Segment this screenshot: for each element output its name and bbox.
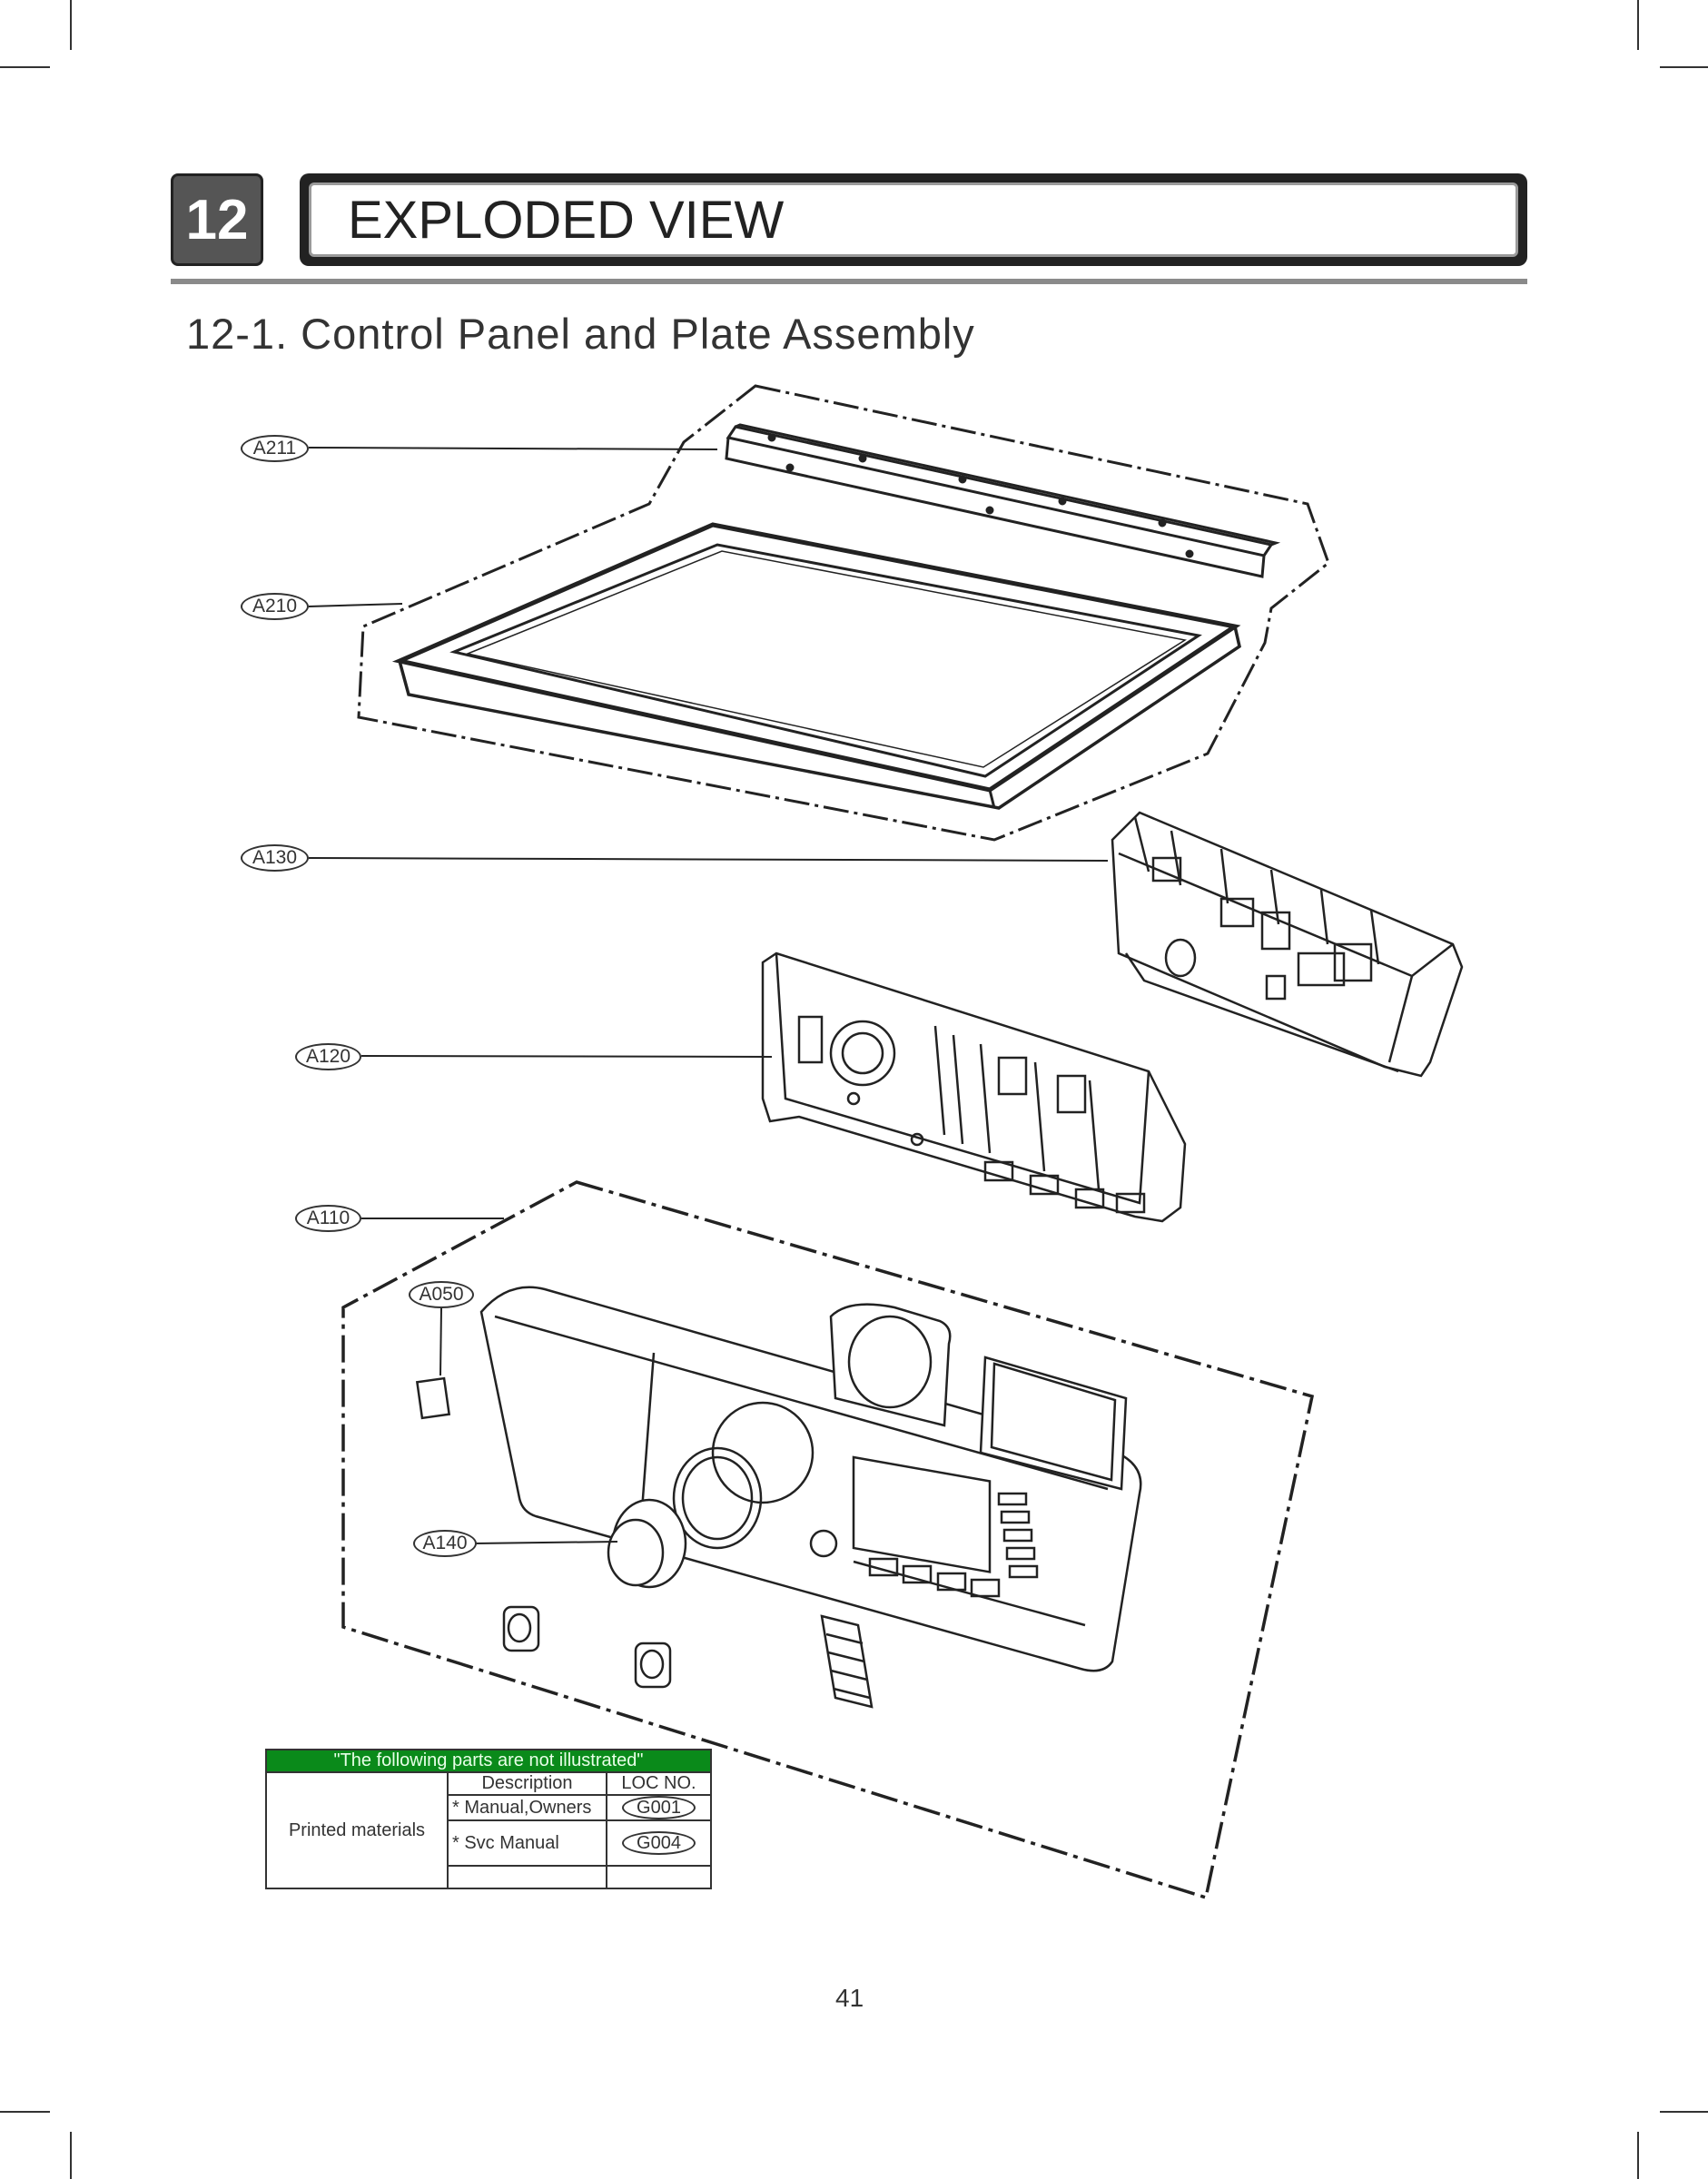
chapter-number: 12 xyxy=(171,173,263,266)
control-panel-a110 xyxy=(415,1286,1142,1709)
callout-a120: A120 xyxy=(295,1043,361,1070)
crop-mark xyxy=(70,2132,72,2179)
table-row: * Manual,Owners G001 xyxy=(266,1794,712,1821)
crop-mark xyxy=(0,2111,50,2113)
callout-a050: A050 xyxy=(409,1281,474,1308)
crop-mark xyxy=(1637,0,1639,50)
column-header-loc-no: LOC NO. xyxy=(606,1771,712,1796)
pcb-a120 xyxy=(761,951,1187,1223)
row-description-empty xyxy=(447,1865,607,1889)
boundary-upper xyxy=(357,384,1330,842)
bracket-a211 xyxy=(725,423,1281,578)
row-loc-empty xyxy=(606,1865,712,1889)
boundary-lower xyxy=(341,1180,1315,1900)
title-divider xyxy=(171,279,1527,284)
crop-mark xyxy=(1660,2111,1708,2113)
callout-a211: A211 xyxy=(241,435,309,462)
loc-oval: G001 xyxy=(622,1796,696,1819)
callout-a140: A140 xyxy=(413,1530,477,1557)
column-header-description: Description xyxy=(447,1771,607,1796)
callout-a210: A210 xyxy=(241,593,309,620)
housing-a130 xyxy=(1111,811,1464,1078)
row-loc: G004 xyxy=(606,1819,712,1867)
crop-mark xyxy=(1637,2132,1639,2179)
row-description: * Manual,Owners xyxy=(447,1794,607,1821)
callout-a130: A130 xyxy=(241,844,309,872)
crop-mark xyxy=(1660,66,1708,68)
unillustrated-parts-table: "The following parts are not illustrated… xyxy=(265,1749,712,1889)
table-header: "The following parts are not illustrated… xyxy=(265,1749,712,1773)
group-label: Printed materials xyxy=(265,1771,449,1889)
crop-mark xyxy=(70,0,72,50)
callout-a110: A110 xyxy=(295,1205,361,1232)
table-row: * Svc Manual G004 xyxy=(266,1819,712,1867)
row-description: * Svc Manual xyxy=(447,1819,607,1867)
section-title: 12-1. Control Panel and Plate Assembly xyxy=(186,310,975,358)
loc-oval: G004 xyxy=(622,1831,696,1855)
row-loc: G001 xyxy=(606,1794,712,1821)
crop-mark xyxy=(0,66,50,68)
page-number: 41 xyxy=(835,1984,864,2012)
chapter-title: EXPLODED VIEW xyxy=(309,182,1518,257)
chapter-title-frame: EXPLODED VIEW xyxy=(300,173,1527,266)
plate-a210 xyxy=(391,522,1241,810)
table-row xyxy=(266,1865,712,1889)
